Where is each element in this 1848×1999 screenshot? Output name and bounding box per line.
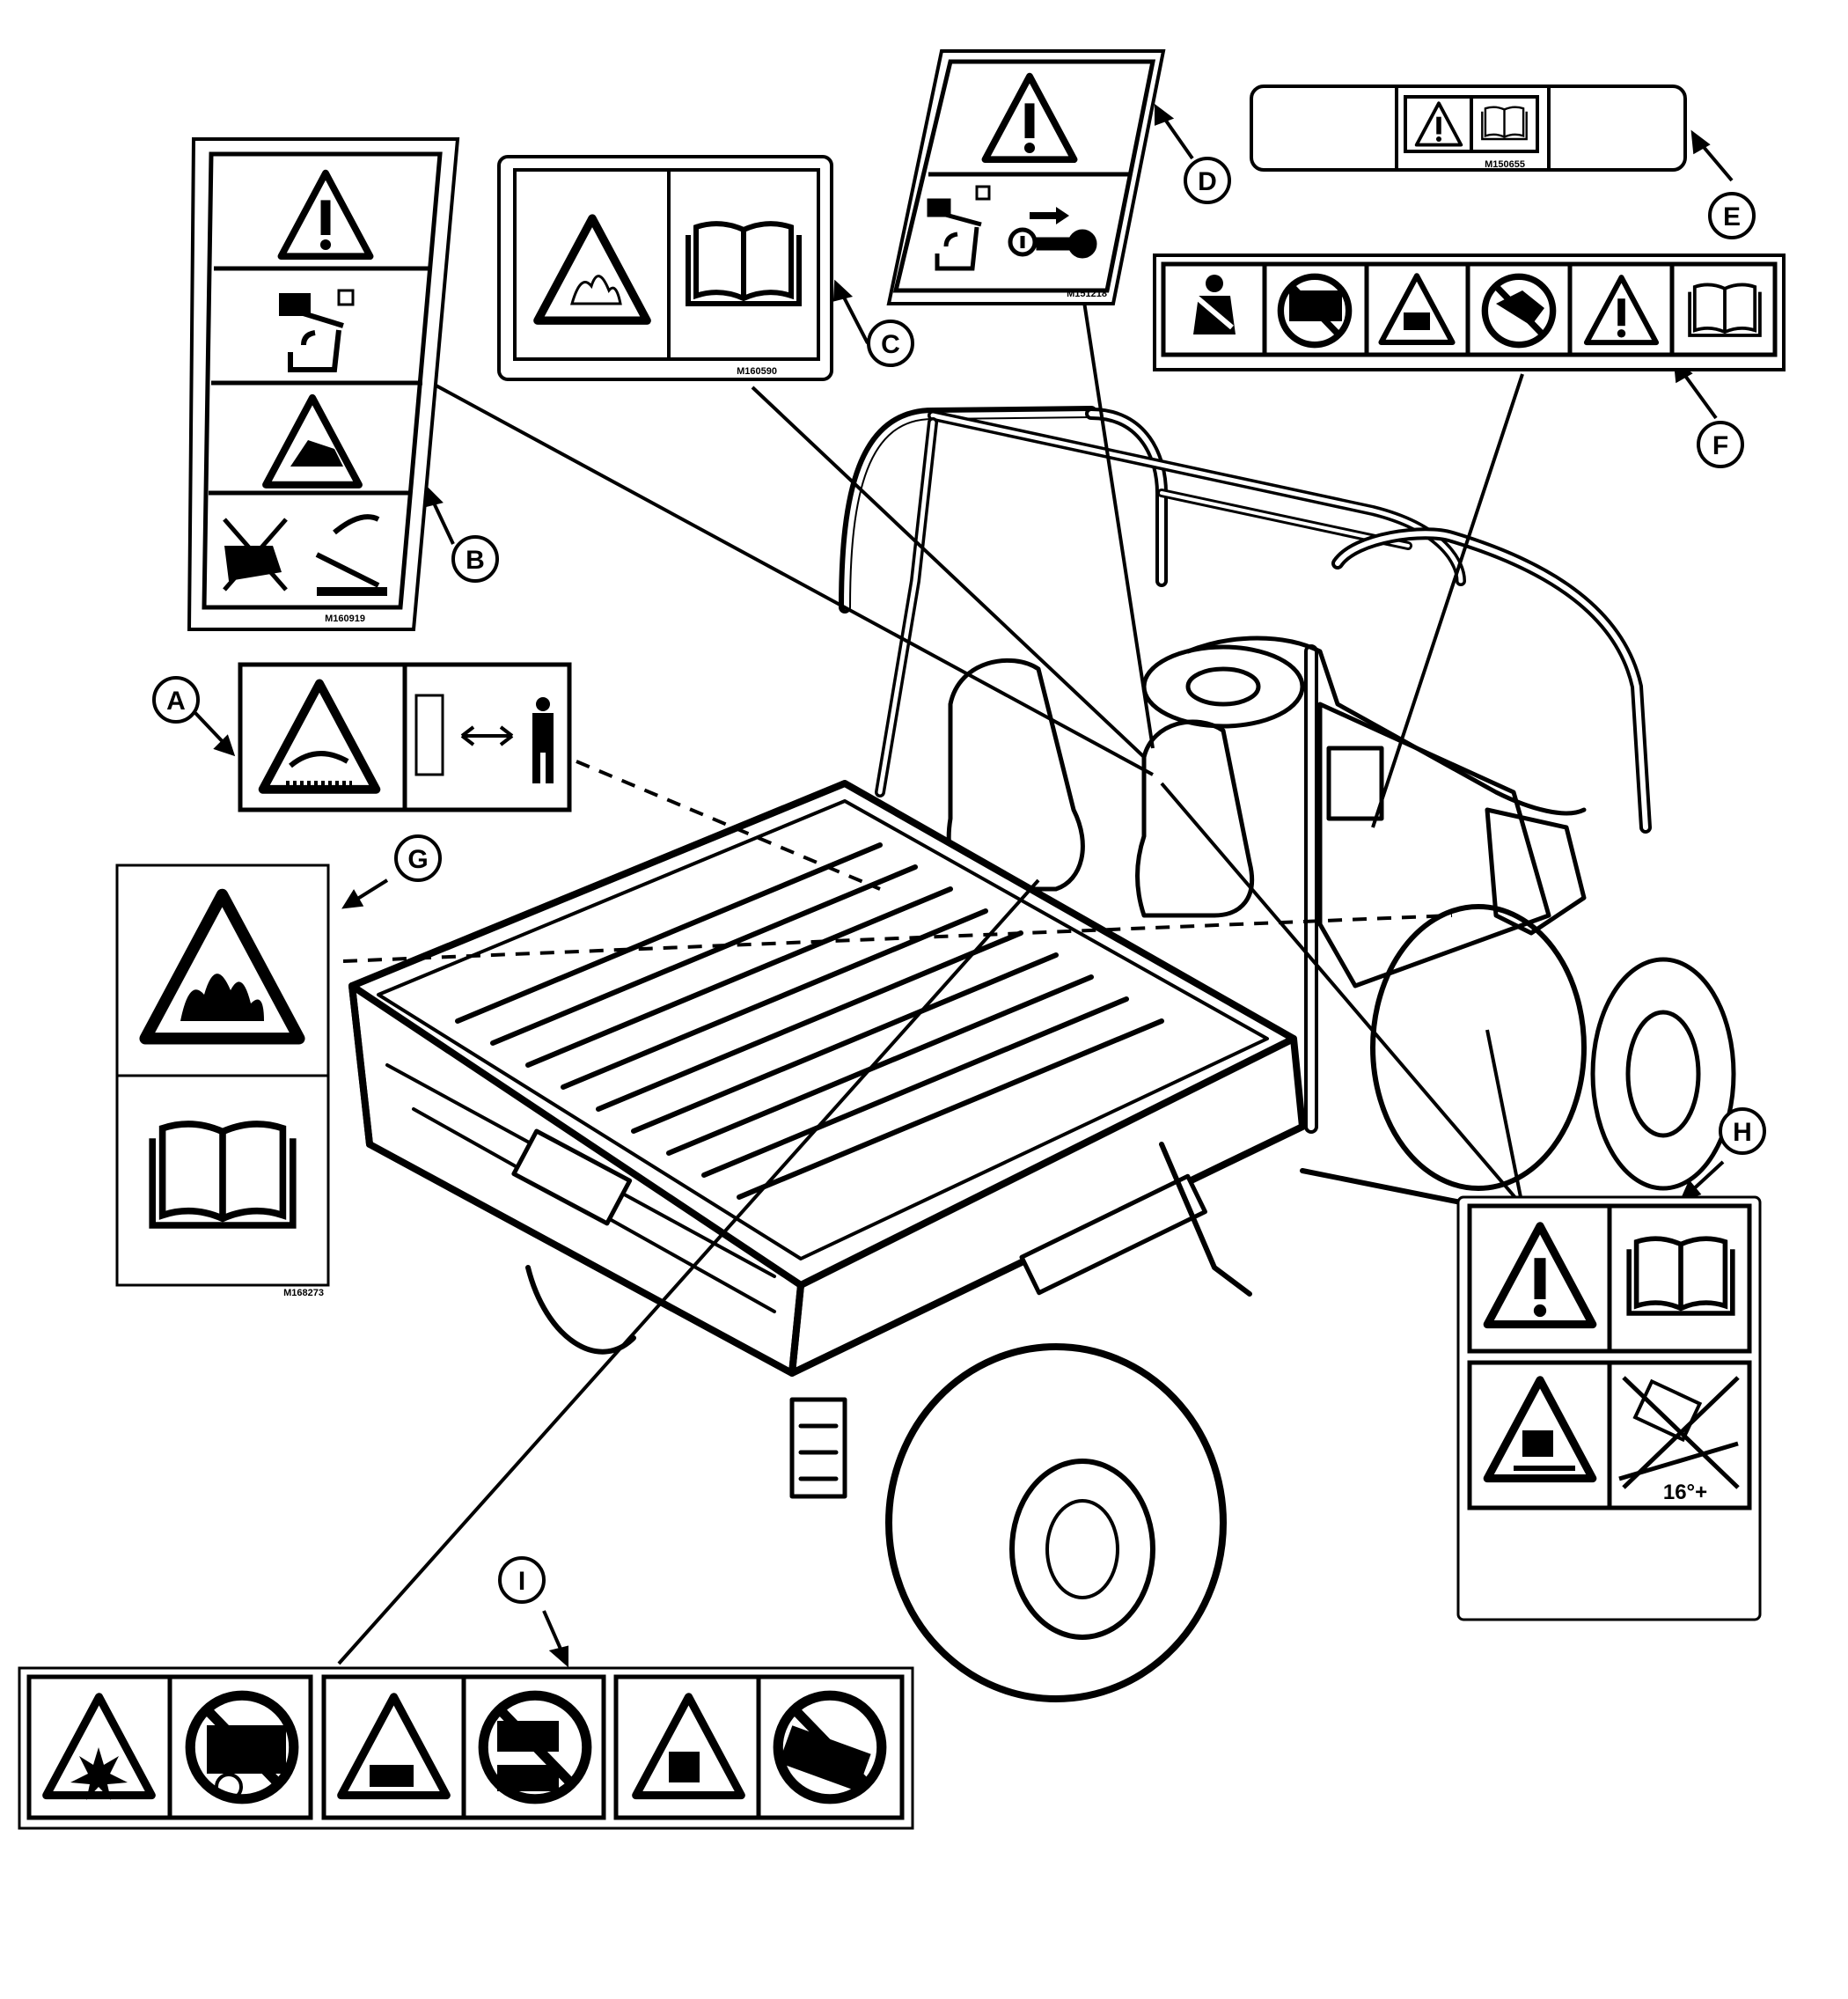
part-number-c: M160590 <box>737 366 777 377</box>
callout-b: B <box>451 535 499 583</box>
utility-vehicle <box>348 406 1736 1702</box>
explosion-icon <box>47 1697 152 1800</box>
part-number-e: M150655 <box>1485 159 1525 170</box>
keep-distance-icon <box>414 694 554 783</box>
no-riders-icon <box>1280 276 1348 344</box>
part-number-d: M151218 <box>1067 289 1107 299</box>
manual-icon <box>1688 283 1762 337</box>
decal-d: M151218 <box>886 49 1166 305</box>
decal-h: 16°+ <box>1456 1195 1762 1621</box>
callout-label-g: G <box>407 845 428 874</box>
decal-f <box>1153 254 1786 371</box>
decal-g: M168273 <box>115 864 330 1298</box>
tilt-icon <box>315 514 387 596</box>
no-riders-icon <box>483 1695 587 1799</box>
callout-label-e: E <box>1723 202 1741 232</box>
callout-label-d: D <box>1198 167 1217 196</box>
callout-c: C <box>867 320 914 367</box>
cargo-tip-icon <box>636 1697 742 1796</box>
manual-icon <box>1481 106 1528 141</box>
decal-e: M150655 <box>1250 85 1687 172</box>
hot-surface-icon <box>263 683 377 789</box>
callout-label-i: I <box>518 1567 525 1596</box>
callout-g: G <box>394 834 442 882</box>
callout-label-f: F <box>1712 431 1728 460</box>
manual-icon <box>688 224 799 304</box>
no-fuel-smoking-icon <box>190 1695 294 1799</box>
remove-key-icon <box>1008 207 1097 259</box>
fire-warning-icon <box>145 894 299 1038</box>
part-number-b: M160919 <box>325 614 365 624</box>
part-number-g: M168273 <box>283 1288 324 1298</box>
crush-hand-icon <box>266 398 359 485</box>
no-arms-out-icon <box>1485 276 1552 344</box>
lock-lever-icon <box>927 185 991 271</box>
decal-a <box>238 662 572 812</box>
callout-label-b: B <box>466 546 485 575</box>
manual-icon <box>152 1124 293 1225</box>
manual-icon <box>1629 1238 1733 1313</box>
rollover-icon <box>341 1697 447 1796</box>
decal-c: M160590 <box>497 155 833 381</box>
callout-label-c: C <box>881 330 900 359</box>
decal-b: M160919 <box>187 137 460 631</box>
callout-i: I <box>498 1556 546 1604</box>
slope-percent-label: 16°+ <box>1663 1481 1707 1504</box>
callout-h: H <box>1719 1107 1766 1155</box>
callout-e: E <box>1708 192 1756 239</box>
fire-warning-icon <box>538 218 647 320</box>
callout-arrows <box>194 104 1734 1668</box>
decal-i <box>18 1666 914 1830</box>
no-dumping-icon <box>778 1695 882 1799</box>
callout-f: F <box>1697 421 1744 468</box>
leader-lines <box>337 290 1524 1665</box>
callout-a: A <box>152 676 200 724</box>
no-hand-icon <box>223 518 288 592</box>
tip-over-icon <box>1487 1380 1593 1479</box>
callout-d: D <box>1184 157 1231 204</box>
lock-lever-icon <box>279 289 355 372</box>
callout-label-h: H <box>1733 1118 1752 1147</box>
callout-label-a: A <box>166 687 186 716</box>
no-steep-slope-icon: 16°+ <box>1618 1376 1740 1504</box>
rollover-icon <box>1382 276 1453 342</box>
seatbelt-icon <box>1193 275 1236 334</box>
